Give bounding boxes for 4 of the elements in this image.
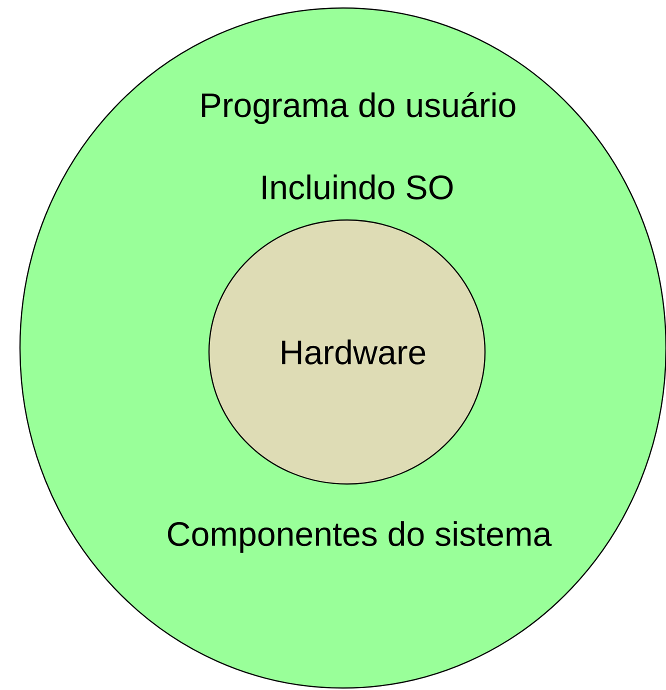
layer-label: Programa do usuário (202, 92, 516, 124)
layer-label: Incluindo SO (262, 174, 453, 200)
layer-label: Componentes do sistema (168, 521, 552, 553)
layer-label: Hardware (282, 340, 426, 364)
